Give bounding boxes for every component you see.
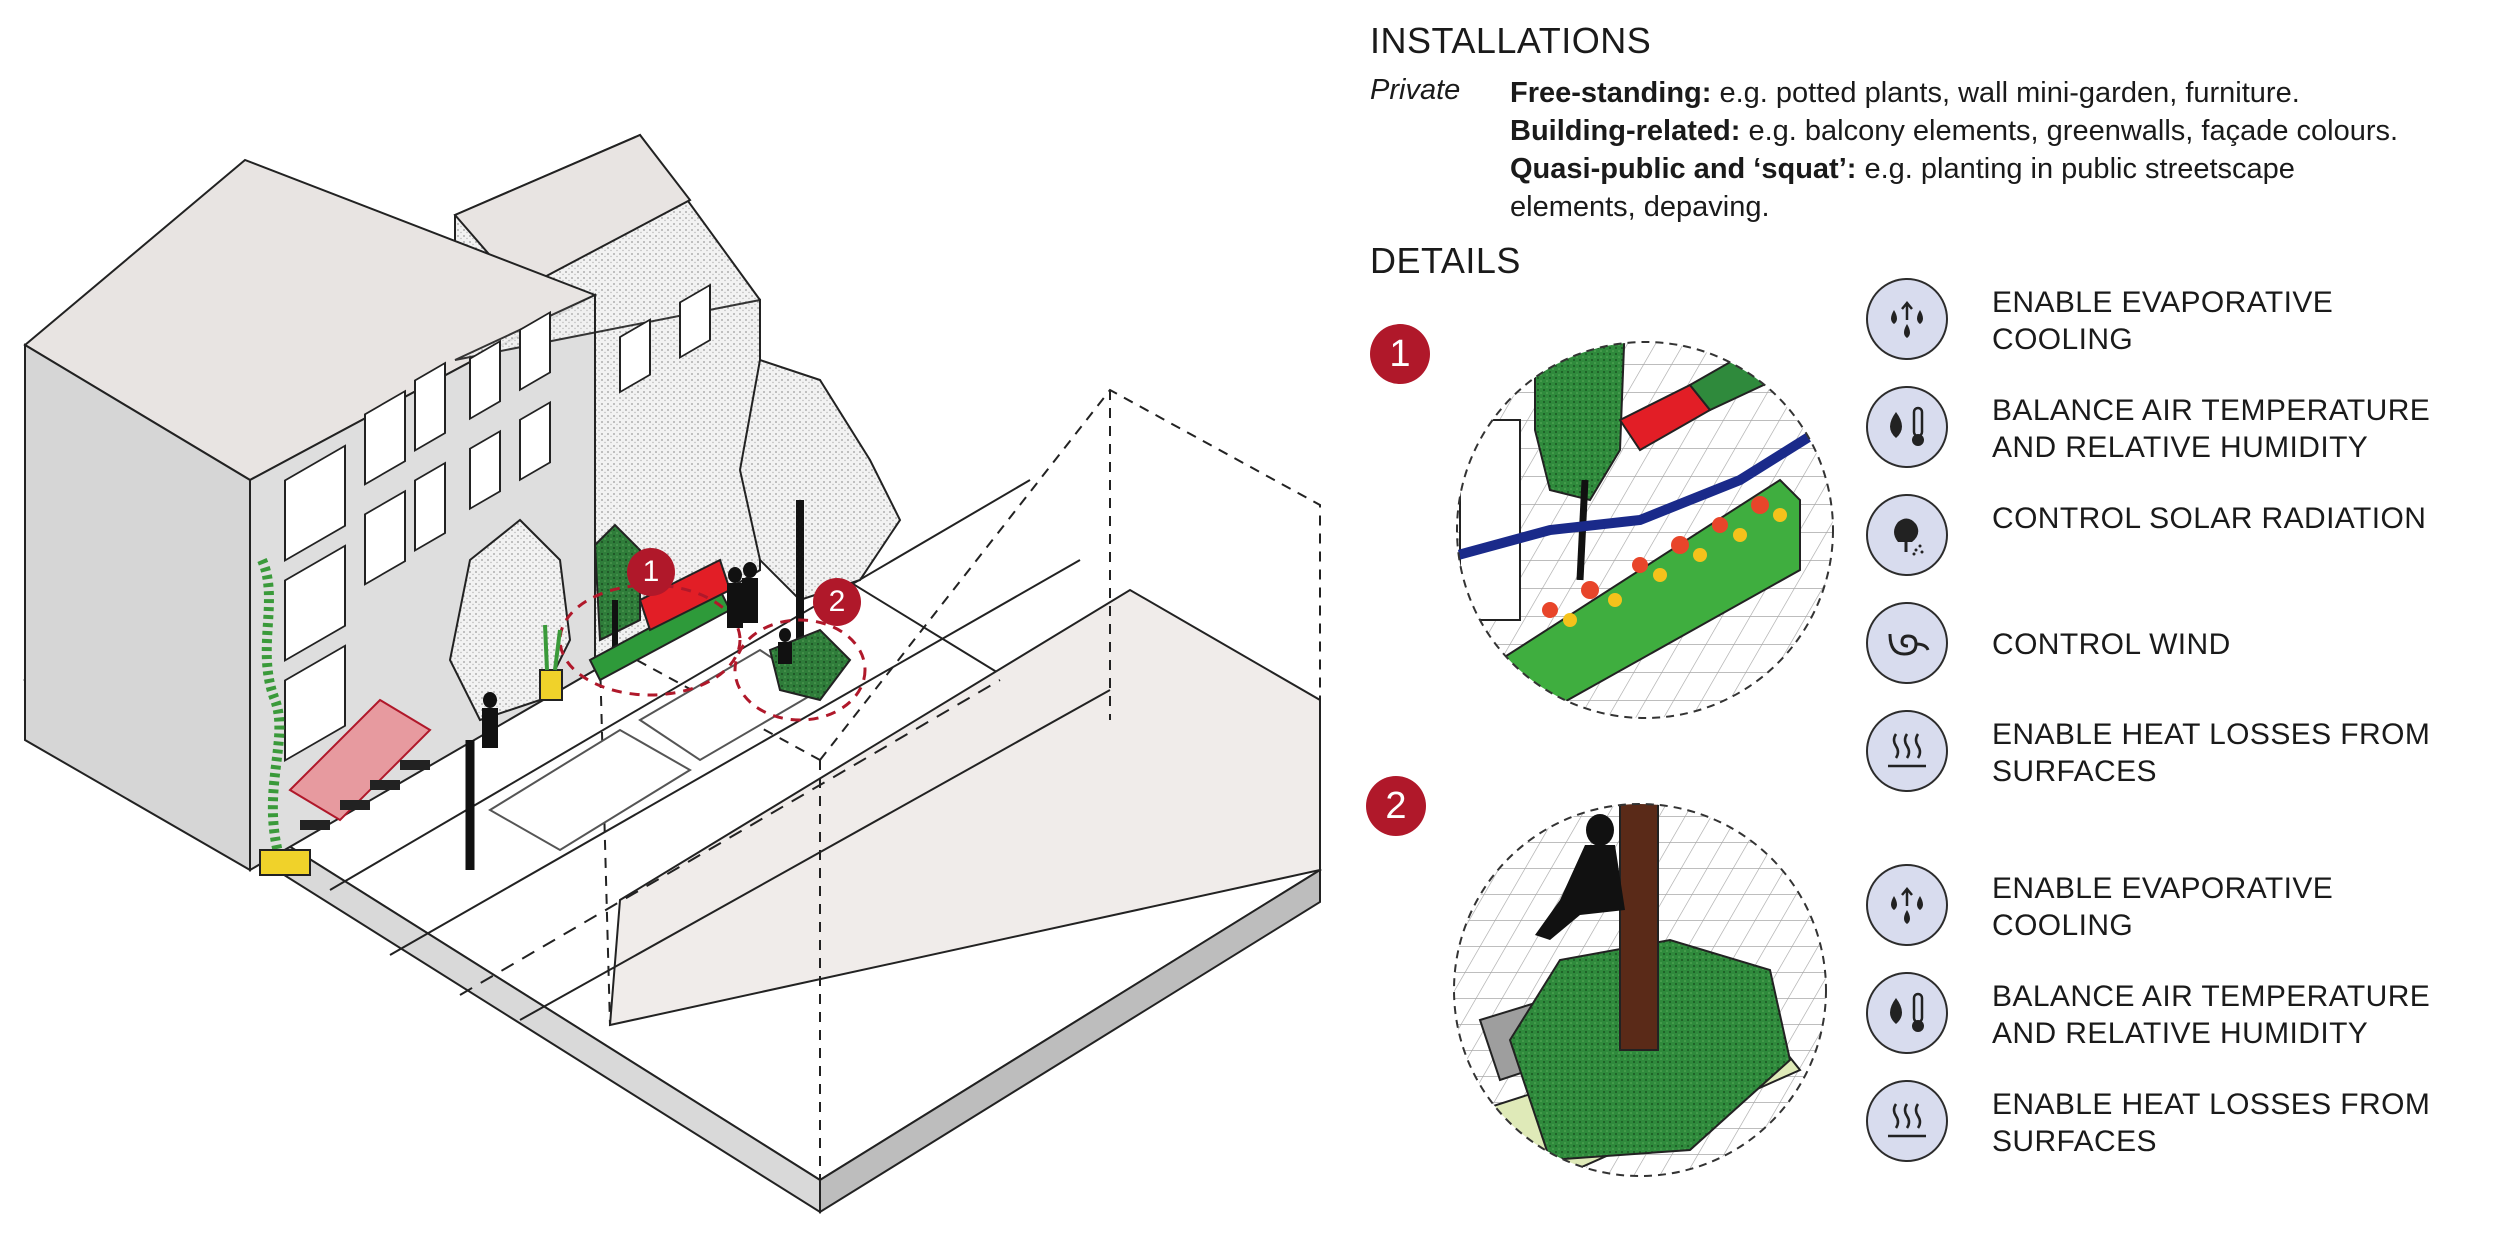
benefit-label: BALANCE AIR TEMPERATURE AND RELATIVE HUM… (1992, 394, 2431, 464)
installations-panel: INSTALLATIONS Private Free-standing: e.g… (1370, 20, 2480, 224)
installations-category: Private (1370, 74, 1461, 106)
map-marker-1: 1 (627, 548, 675, 596)
detail-1-badge: 1 (1370, 324, 1430, 384)
water-drops-evaporation-icon (1866, 864, 1948, 946)
people-silhouettes (482, 562, 792, 748)
installation-item: Quasi-public and ‘squat’: e.g. planting … (1510, 150, 2390, 226)
benefit-label: ENABLE HEAT LOSSES FROM SURFACES (1992, 718, 2431, 788)
installation-item-text: e.g. potted plants, wall mini-garden, fu… (1711, 77, 2300, 109)
benefit-label: BALANCE AIR TEMPERATURE AND RELATIVE HUM… (1992, 980, 2431, 1050)
detail-2-benefit-air-temperature: BALANCE AIR TEMPERATURE AND RELATIVE HUM… (1866, 968, 2486, 1058)
installation-item-bold: Building-related: (1510, 115, 1741, 147)
main-building (23, 158, 761, 876)
installation-item-text: e.g. balcony elements, greenwalls, façad… (1740, 115, 2399, 147)
map-marker-2: 2 (813, 578, 861, 626)
detail-1-zoom-circle (1456, 341, 1834, 719)
detail-1-benefit-heat-losses: ENABLE HEAT LOSSES FROM SURFACES (1866, 706, 2486, 796)
installation-item-text: e.g. planting in public streetscape elem… (1510, 153, 2295, 223)
installations-title: INSTALLATIONS (1370, 20, 1652, 61)
details-title: DETAILS (1370, 240, 1521, 281)
installation-item: Free-standing: e.g. potted plants, wall … (1510, 74, 2480, 112)
benefit-label: ENABLE HEAT LOSSES FROM SURFACES (1992, 1088, 2431, 1158)
benefit-label: ENABLE EVAPORATIVE COOLING (1992, 286, 2334, 356)
dashed-volume (599, 388, 1321, 1180)
detail-2-badge: 2 (1366, 776, 1426, 836)
benefit-label: CONTROL SOLAR RADIATION (1992, 502, 2427, 535)
detail-1-benefit-evaporative-cooling: ENABLE EVAPORATIVE COOLING (1866, 274, 2486, 364)
installation-item: Building-related: e.g. balcony elements,… (1510, 112, 2480, 150)
yellow-planter (539, 624, 563, 701)
detail-1-benefit-air-temperature: BALANCE AIR TEMPERATURE AND RELATIVE HUM… (1866, 382, 2486, 472)
benefit-label: CONTROL WIND (1992, 628, 2231, 661)
street-isometric-illustration (23, 133, 1322, 1214)
tree-shade-icon (1866, 494, 1948, 576)
detail-1-benefit-wind: CONTROL WIND (1866, 598, 2486, 688)
water-drops-evaporation-icon (1866, 278, 1948, 360)
benefit-label: ENABLE EVAPORATIVE COOLING (1992, 872, 2334, 942)
drop-thermometer-icon (1866, 386, 1948, 468)
detail-2-benefit-heat-losses: ENABLE HEAT LOSSES FROM SURFACES (1866, 1076, 2486, 1166)
installation-item-bold: Quasi-public and ‘squat’: (1510, 153, 1857, 185)
detail-1-benefit-solar-radiation: CONTROL SOLAR RADIATION (1866, 490, 2486, 580)
planter-bed-1 (558, 558, 742, 697)
detail-2-benefit-evaporative-cooling: ENABLE EVAPORATIVE COOLING (1866, 860, 2486, 950)
installation-item-bold: Free-standing: (1510, 77, 1712, 109)
drop-thermometer-icon (1866, 972, 1948, 1054)
wind-icon (1866, 602, 1948, 684)
street-trees (448, 358, 902, 870)
heat-waves-icon (1866, 1080, 1948, 1162)
detail-2-zoom-circle (1453, 803, 1827, 1177)
installations-list: Private Free-standing: e.g. potted plant… (1370, 74, 2480, 224)
heat-waves-icon (1866, 710, 1948, 792)
